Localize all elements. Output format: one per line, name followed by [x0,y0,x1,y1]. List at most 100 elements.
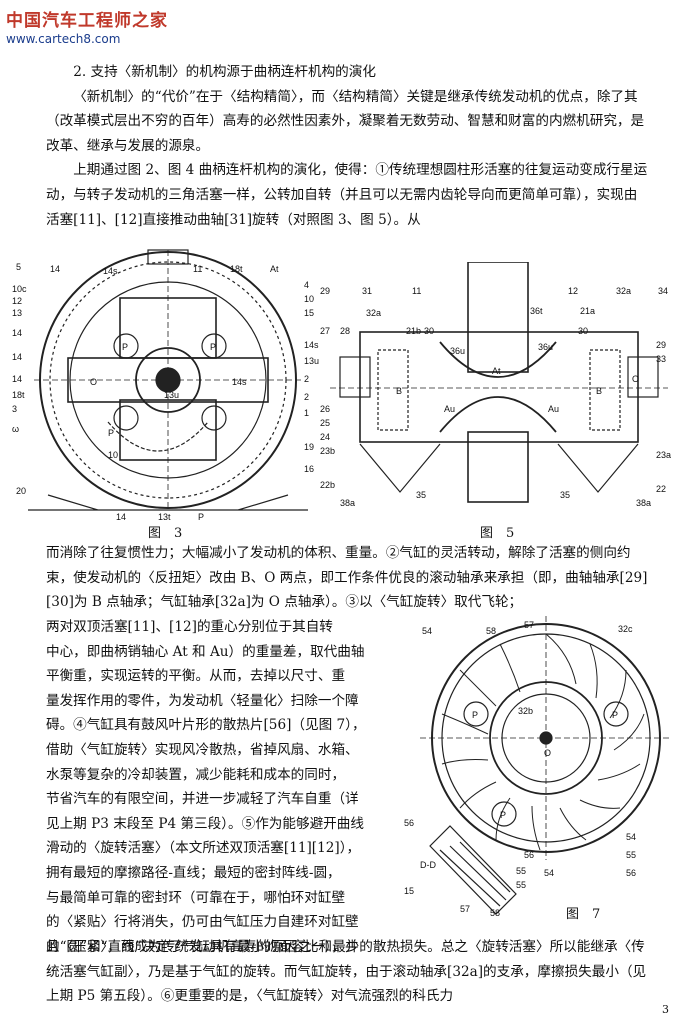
fig5-label: 11 [412,286,421,296]
site-url[interactable]: www.cartech8.com [6,32,121,46]
wrap-line: 量发挥作用的零件，为发动机〈轻量化〉扫除一个障 [46,692,359,709]
site-logo: 中国汽车工程师之家 www.cartech8.com [6,6,206,46]
fig3-label: 14s [232,377,247,387]
fig7-label: 56 [524,850,534,860]
wrap-line: 碍。④气缸具有鼓风叶片形的散热片[56]（见图 7）， [46,717,366,734]
fig3-label: P [210,342,216,352]
middle-text-block: 而消除了往复惯性力；大幅减小了发动机的体积、重量。②气缸的灵活转动，解除了活塞的… [46,541,650,615]
fig3-label: 10c [12,284,27,294]
fig7-label: 55 [516,866,526,876]
fig3-label: 2 [304,374,309,384]
top-text-block: 2. 支持〈新机制〉的机构源于曲柄连杆机构的演化 〈新机制〉的“代价”在于〈结构… [46,60,650,232]
fig7-label: 54 [544,868,554,878]
figure-5-caption: 图 5 [480,526,515,541]
wrap-line: 的〈压紧〉，而成为传统发动机高寿的原因之一），并 [46,938,359,955]
wrap-line: 见上期 P3 末段至 P4 第三段）。⑤作为能够避开曲线 [46,815,364,832]
wrap-text-block: 两对双顶活塞[11]、[12]的重心分别位于其自转 中心，即曲柄销轴心 At 和… [46,615,406,959]
wrap-line: 与最简单可靠的密封环（可靠在于，哪怕环对缸壁 [46,889,346,906]
wrap-line: 两对双顶活塞[11]、[12]的重心分别位于其自转 [46,619,333,635]
fig7-label: P [472,710,478,720]
fig3-label: 13 [12,308,22,318]
fig3-label: P [108,428,114,438]
fig3-label: 19 [304,442,314,452]
fig3-label: 4 [304,280,309,290]
fig7-label: 55 [626,850,636,860]
fig3-label: 13u [164,390,179,400]
figure-3-drawing: 5 14 14s 11 18t At 10c 12 4 13 10 15 14 … [12,249,319,522]
wrap-line: 拥有最短的摩擦路径-直线；最短的密封阵线-圆， [46,864,341,881]
fig3-label: 10 [304,294,314,304]
fig7-label: D-D [420,860,436,870]
fig3-label: At [270,264,279,274]
section-title: 2. 支持〈新机制〉的机构源于曲柄连杆机构的演化 [73,64,376,80]
figure-3-caption: 图 3 [148,526,183,541]
fig3-label: 14s [103,266,118,276]
fig3-label: 1 [304,408,309,418]
fig7-label: 32b [518,706,533,716]
fig5-label: 29 [656,340,666,350]
fig5-label: At [492,366,501,376]
fig5-label: 36t [530,306,543,316]
fig5-label: 12 [568,286,578,296]
paragraph-2: 上期通过图 2、图 4 曲柄连杆机构的演化，使得：①传统理想圆柱形活塞的往复运动… [46,162,648,228]
fig5-label: 26 [320,404,330,414]
fig5-label: 32a [366,308,381,318]
fig5-label: O [632,374,639,384]
wrap-line: 水泵等复杂的冷却装置，减少能耗和成本的同时， [46,766,346,783]
fig7-label: 54 [626,832,636,842]
fig5-label: 33 [656,354,666,364]
fig7-label: 55 [516,880,526,890]
wrap-line: 的〈紧贴〉行将消失，仍可由气缸压力自建环对缸壁 [46,914,359,931]
fig3-label: 16 [304,464,314,474]
fig3-label: 13t [158,512,171,522]
fig5-label: Au [444,404,455,414]
fig5-label: 34 [658,286,668,296]
fig3-label: 11 [193,264,202,274]
fig5-label: B [396,386,402,396]
fig7-label: 58 [486,626,496,636]
fig5-label: 23b [320,446,335,456]
fig5-label: 22b [320,480,335,490]
figure-7-caption: 图 7 [566,907,601,922]
fig3-label: 10 [108,450,118,460]
fig3-label: O [90,377,97,387]
fig7-label: O [544,748,551,758]
fig5-label: 35 [560,490,570,500]
fig7-label: 15 [404,886,414,896]
fig5-label: B [596,386,602,396]
paragraph-1: 〈新机制〉的“代价”在于〈结构精简〉，而〈结构精简〉关键是继承传统发动机的优点，… [46,88,645,154]
fig3-label: 18t [230,264,243,274]
fig5-label: 23a [656,450,671,460]
fig3-label: 20 [16,486,26,496]
fig5-label: 22 [656,484,666,494]
fig5-label: 29 [320,286,330,296]
fig7-label: P [612,710,618,720]
figure-7-drawing: 54 58 57 32c 32b O P P P 56 54 55 54 56 … [404,616,672,918]
fig5-label: 31 [362,286,372,296]
fig7-label: 57 [460,904,470,914]
fig7-label: 32c [618,624,633,634]
wrap-line: 节省汽车的有限空间，并进一步减轻了汽车自重（详 [46,791,359,808]
fig3-label: ω [12,424,19,434]
fig5-label: 38a [636,498,651,508]
wrap-line: 平衡重，实现运转的平衡。从而，去掉以尺寸、重 [46,668,346,685]
fig7-label: 54 [422,626,432,636]
figure-5-drawing: 29 31 11 12 32a 34 27 28 32a 21b 30 36t … [320,262,671,508]
fig3-label: 14 [50,264,60,274]
page-number: 3 [662,1003,669,1016]
fig5-label: 32a [616,286,631,296]
fig7-label: P [500,810,506,820]
logo-text: 中国汽车工程师之家 [6,11,168,31]
fig3-label: 2 [304,392,309,402]
fig5-label: Au [548,404,559,414]
bottom-text-block: 且“圆”和“直线”决定了气缸具有最小的面容比和最少的散热损失。总之〈旋转活塞〉所… [46,935,650,1009]
fig3-label: 14 [12,374,22,384]
fig5-label: 30 [424,326,434,336]
fig5-label: 27 [320,326,330,336]
fig3-label: 14 [12,352,22,362]
fig5-label: 36u [450,346,465,356]
fig5-label: 21a [580,306,595,316]
fig3-label: 12 [12,296,22,306]
fig3-label: 15 [304,308,314,318]
fig3-label: 5 [16,262,21,272]
